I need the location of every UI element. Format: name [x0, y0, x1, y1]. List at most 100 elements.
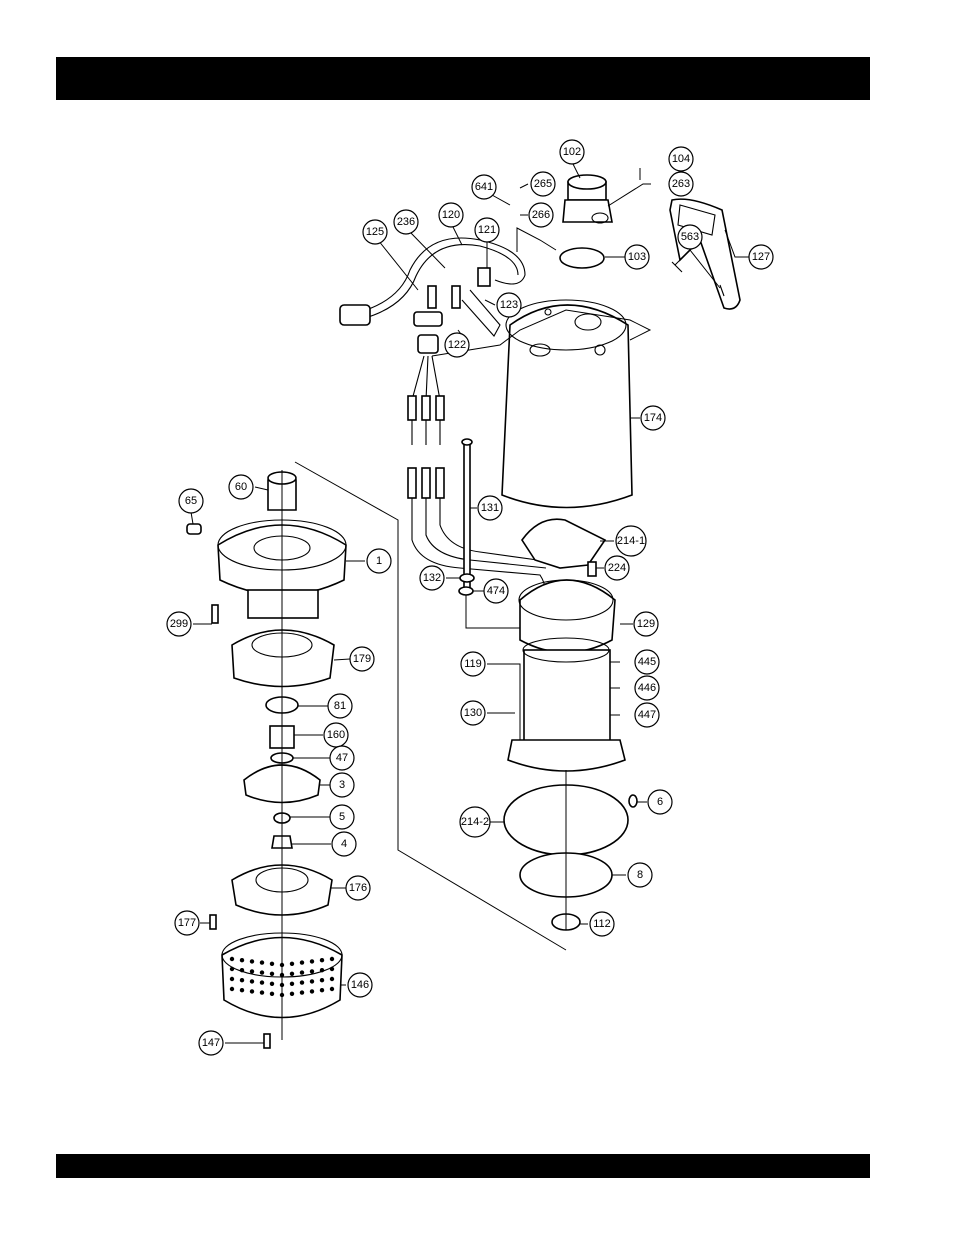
screw-299	[211, 604, 219, 624]
strainer-hole	[269, 991, 275, 996]
callout-number: 123	[500, 299, 518, 311]
strainer-hole	[329, 986, 335, 992]
strainer-hole	[299, 980, 305, 985]
strainer-hole	[319, 968, 325, 973]
strainer-hole	[249, 959, 255, 964]
callout-119: 119	[460, 651, 486, 677]
callout-number: 214-2	[461, 816, 489, 828]
callout-circle	[640, 405, 666, 431]
callout-circle	[345, 875, 371, 901]
callout-number: 130	[464, 707, 482, 719]
strainer-hole	[239, 958, 245, 963]
callout-number: 6	[657, 796, 663, 808]
strainer-hole	[289, 991, 295, 996]
callout-number: 236	[397, 216, 415, 228]
callout-number: 266	[532, 209, 550, 221]
callout-number: 177	[178, 917, 196, 929]
set-screw-65	[186, 523, 202, 535]
callout-236: 236	[393, 209, 419, 235]
handle-pins	[671, 261, 725, 297]
callout-circle	[483, 578, 509, 604]
callout-number: 104	[672, 153, 690, 165]
callout-circle	[668, 171, 694, 197]
callout-number: 125	[366, 226, 384, 238]
callout-circle	[347, 972, 373, 998]
callout-81: 81	[327, 693, 353, 719]
callout-266: 266	[528, 202, 554, 228]
callout-1: 1	[366, 548, 392, 574]
strainer-hole	[309, 969, 315, 974]
callout-446: 446	[634, 675, 660, 701]
strainer-hole	[239, 978, 245, 983]
strainer-hole	[299, 990, 305, 995]
callout-number: 224	[608, 562, 626, 574]
strainer-hole	[309, 979, 315, 984]
callout-circle	[460, 651, 486, 677]
strainer-hole	[249, 979, 255, 984]
callout-122: 122	[444, 332, 470, 358]
callout-147: 147	[198, 1030, 224, 1056]
callout-number: 563	[681, 231, 699, 243]
callout-number: 60	[235, 481, 247, 493]
callout-circle	[393, 209, 419, 235]
footer-bar	[56, 1154, 870, 1178]
strainer-hole	[259, 960, 265, 965]
callout-circle	[444, 332, 470, 358]
callout-number: 641	[475, 181, 493, 193]
callout-circle	[634, 649, 660, 675]
callout-number: 474	[487, 585, 505, 597]
guide-line-bolt	[516, 227, 557, 252]
callout-number: 3	[339, 779, 345, 791]
strainer-hole	[259, 980, 265, 985]
motor-frame	[507, 579, 626, 772]
carry-handle	[669, 198, 741, 310]
strainer-hole	[229, 956, 235, 962]
strainer-hole	[319, 988, 325, 993]
callout-8: 8	[627, 862, 653, 888]
strainer-hole	[299, 960, 305, 965]
callout-number: 4	[341, 838, 347, 850]
callout-circle	[459, 806, 491, 838]
strainer-hole	[249, 989, 255, 994]
assembly-guide-line	[294, 461, 567, 951]
callout-number: 160	[327, 729, 345, 741]
callout-circle	[528, 202, 554, 228]
callout-129: 129	[633, 611, 659, 637]
callout-65: 65	[178, 488, 204, 514]
callout-number: 102	[563, 146, 581, 158]
callout-563: 563	[677, 224, 703, 250]
callout-299: 299	[166, 611, 192, 637]
callout-number: 146	[351, 979, 369, 991]
callout-circle	[460, 700, 486, 726]
callout-214-2: 214-2	[459, 806, 491, 838]
callout-5: 5	[329, 804, 355, 830]
callout-number: 174	[644, 412, 662, 424]
callout-circle	[327, 693, 353, 719]
strainer-hole	[249, 969, 255, 974]
header-bar	[56, 57, 870, 100]
callout-47: 47	[329, 745, 355, 771]
washer-132	[459, 573, 475, 583]
strainer-hole	[289, 971, 295, 976]
strainer-hole	[319, 958, 325, 963]
callout-number: 5	[339, 811, 345, 823]
discharge-flange	[562, 174, 613, 224]
upper-lead-wires	[407, 355, 445, 445]
strainer-hole	[239, 988, 245, 993]
callout-circle	[474, 217, 500, 243]
callout-number: 1	[376, 555, 382, 567]
callout-445: 445	[634, 649, 660, 675]
o-ring-top	[559, 247, 605, 269]
callout-circle	[362, 219, 388, 245]
callout-number: 129	[637, 618, 655, 630]
screw-147	[263, 1033, 271, 1049]
strainer-hole	[229, 986, 235, 992]
callout-146: 146	[347, 972, 373, 998]
callout-circle	[647, 789, 673, 815]
strainer-hole	[259, 970, 265, 975]
screw-177	[209, 914, 217, 930]
callout-103: 103	[624, 244, 650, 270]
strainer-hole	[239, 968, 245, 973]
